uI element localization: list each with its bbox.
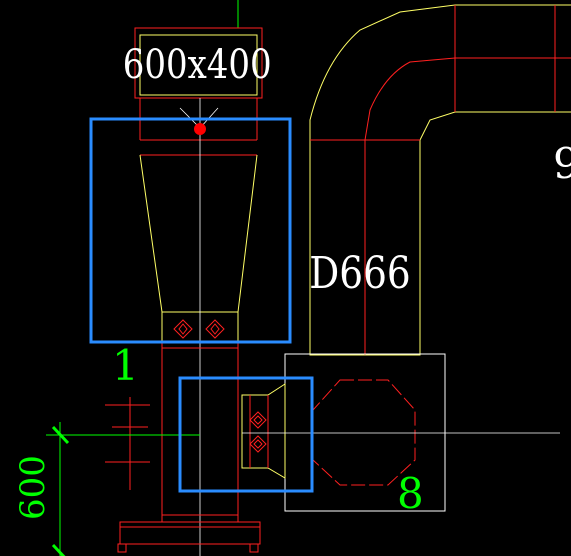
damper-symbols-upper [173,319,225,339]
inlet-nozzle [241,383,560,479]
edge-label: 9 [553,139,571,188]
selection-box-upper[interactable] [89,117,292,344]
duct-transition [134,27,263,556]
tag-1-label: 1 [112,341,139,390]
duct-size-label: 600x400 [123,41,272,87]
dimension-600-label: 600 [13,455,53,520]
tag-8-label: 8 [397,469,424,518]
duct-elbow [309,4,571,356]
damper-symbols-lower [249,411,267,453]
point-marker [194,123,206,135]
selection-box-lower[interactable] [178,376,314,493]
dimension-600 [46,422,200,556]
duct-diameter-label: D666 [309,247,410,299]
